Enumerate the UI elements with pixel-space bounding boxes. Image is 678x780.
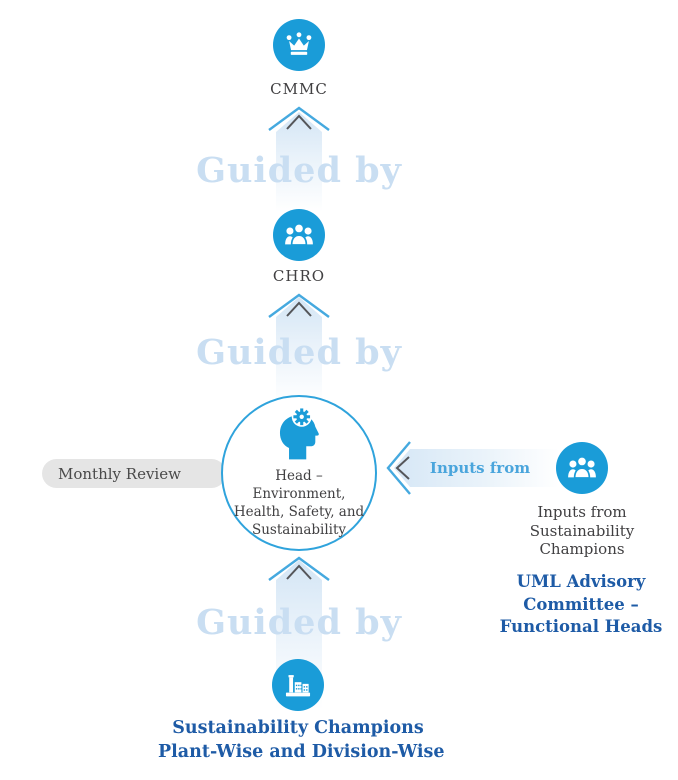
champions-input-label-line: Inputs from [537,503,627,521]
champions-input-label: Inputs from Sustainability Champions [497,503,667,559]
plant-champions-label-line: Plant-Wise and Division-Wise [158,742,445,762]
inputs-from-label: Inputs from [429,459,531,477]
chevron-up-icon [268,293,330,318]
chevron-up-icon [268,106,330,131]
guided-by-label: Guided by [196,602,402,643]
plant-champions-label: Sustainability Champions Plant-Wise and … [158,716,445,764]
champions-input-node [556,442,608,494]
guided-by-flow-band [276,112,322,212]
head-label-line: Sustainability [251,522,347,538]
monthly-review-tag: Monthly Review [42,459,226,488]
champions-input-label-line: Sustainability [529,521,635,540]
people-icon [285,222,313,246]
guided-by-flow-band [276,297,322,402]
head-label-line: Head – [275,468,323,484]
chevron-left-icon [386,441,411,495]
champions-input-label-line: Champions [539,540,625,558]
head-ehs-node: Head – Environment, Health, Safety, and … [221,395,377,551]
advisory-committee-label-line: Committee – [523,594,639,614]
head-label-line: Health, Safety, and [233,504,365,520]
head-label-line: Environment, [252,486,346,502]
crown-icon [286,32,312,55]
inputs-from-band [394,449,559,487]
cmmc-node [273,19,325,71]
chro-node [273,209,325,261]
chevron-up-icon [268,556,330,581]
factory-icon [285,675,311,697]
plant-champions-label-line: Sustainability Champions [172,718,424,738]
guided-by-label: Guided by [196,332,402,373]
plant-champions-node [272,659,324,711]
head-gears-icon [279,406,319,460]
advisory-committee-label-line: UML Advisory [516,572,646,591]
people-icon [568,455,596,479]
chro-label: CHRO [272,267,326,285]
guided-by-label: Guided by [196,150,402,191]
advisory-committee-label: UML Advisory Committee – Functional Head… [486,571,676,639]
monthly-review-label: Monthly Review [58,464,181,483]
cmmc-label: CMMC [270,80,328,98]
advisory-committee-label-line: Functional Heads [499,617,663,636]
